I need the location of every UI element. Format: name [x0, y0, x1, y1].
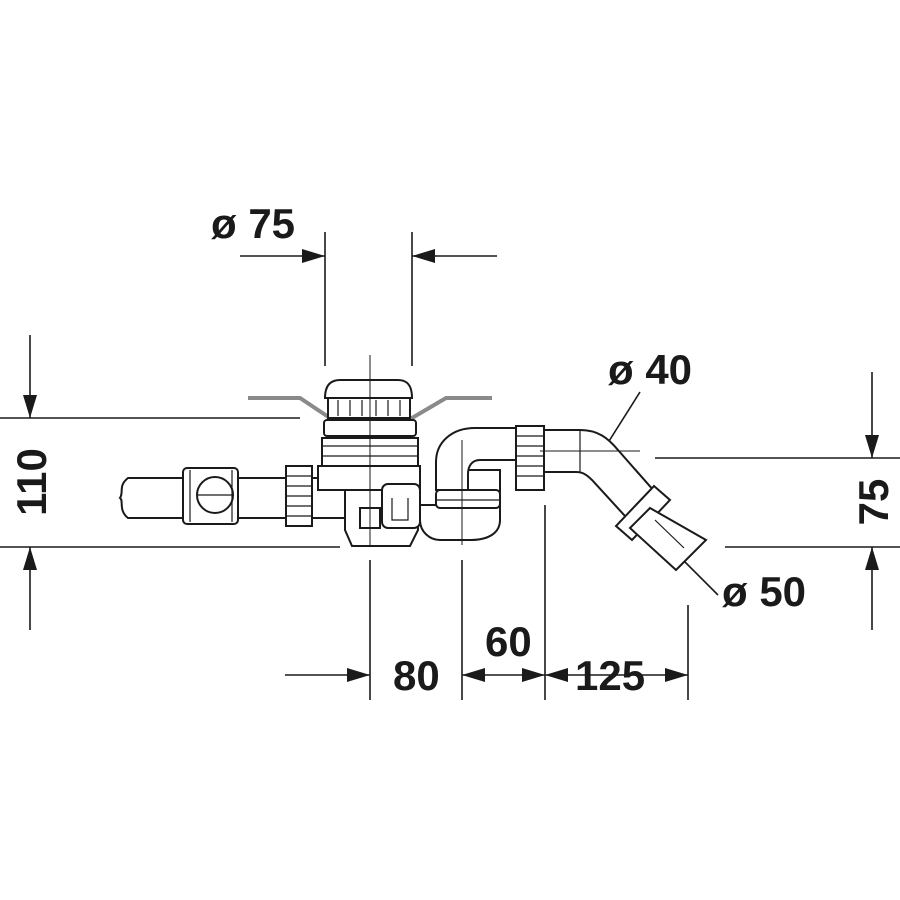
outlet-height-label: 75 [850, 479, 897, 526]
offset-80-label: 80 [393, 652, 440, 699]
outlet-pipe [515, 425, 708, 572]
arrow-left [412, 249, 435, 263]
arrow-80 [347, 668, 370, 682]
arrow-up [23, 547, 37, 570]
trap-nut [435, 489, 501, 509]
dimension-outlet-height: 75 [655, 372, 900, 630]
offset-60-label: 60 [485, 618, 532, 665]
arrow-up [865, 547, 879, 570]
offset-125-label: 125 [575, 652, 645, 699]
leader-outlet-diameter: ø 50 [667, 544, 806, 615]
drain-clip [381, 483, 421, 529]
arrow-125-right [665, 668, 688, 682]
outlet-spigot [628, 506, 708, 572]
drain-grate [327, 397, 411, 419]
trap [419, 427, 521, 545]
drain-valve [317, 355, 421, 547]
arrow-right [302, 249, 325, 263]
dimension-horizontal-offsets: 80 60 125 [285, 505, 689, 700]
arrow-down [23, 395, 37, 418]
leader-pipe-diameter: ø 40 [591, 346, 692, 469]
drain-diameter-label: ø 75 [211, 200, 295, 247]
pipe-diameter-label: ø 40 [608, 346, 692, 393]
dimension-drain-diameter: ø 75 [211, 200, 497, 366]
total-height-label: 110 [8, 448, 55, 516]
dimension-total-height: 110 [0, 335, 340, 630]
arrow-down [865, 435, 879, 458]
arrow-125-left [545, 668, 568, 682]
arrow-60-right [522, 668, 545, 682]
drain-cap [323, 379, 414, 399]
outlet-ring [614, 484, 672, 542]
outlet-diameter-label: ø 50 [722, 568, 806, 615]
arrow-60-left [462, 668, 485, 682]
